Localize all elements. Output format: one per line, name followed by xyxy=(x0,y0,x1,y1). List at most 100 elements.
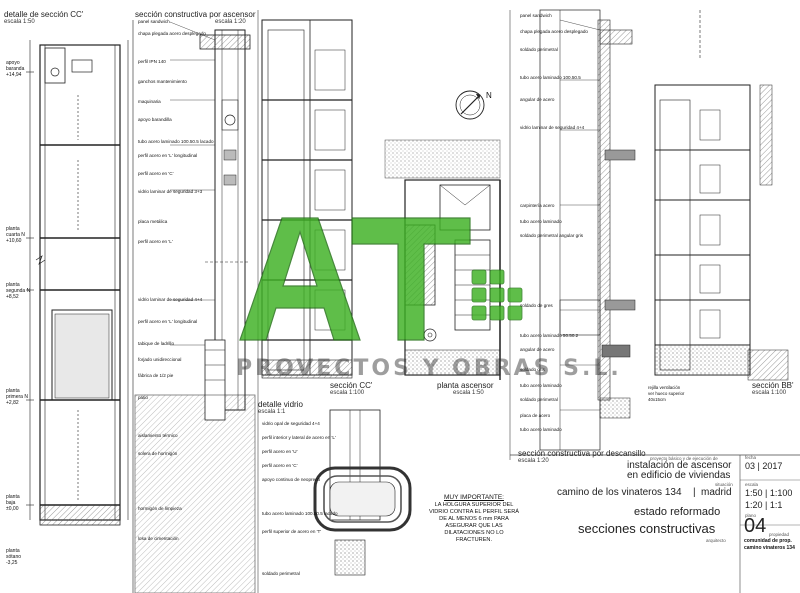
logo-company-suffix: S.L. xyxy=(563,356,622,381)
annotation-label: chapa plegada acero desplegado xyxy=(138,31,206,36)
annotation-label: soldado gris xyxy=(520,367,545,372)
note-box xyxy=(425,493,523,545)
owner-label: propiedad xyxy=(769,532,790,537)
annotation-label: tubo acero laminado 100.50.5 xyxy=(520,75,581,80)
section-bb-title: sección BB' xyxy=(752,381,794,390)
address: camino de los vinateros 134 xyxy=(557,487,682,498)
section-stair-drawing xyxy=(509,9,636,460)
architect-label: arquitecto xyxy=(706,538,726,543)
section-asc-drawing xyxy=(132,20,256,593)
sheet-title: secciones constructivas xyxy=(578,521,716,536)
section-stair-title: sección constructiva por descansillo xyxy=(518,449,646,458)
annotation-label: maquinaria xyxy=(138,99,161,104)
annotation-label: chapa plegada acero desplegado xyxy=(520,29,588,34)
level-marker: apoyo baranda +14,94 xyxy=(6,60,25,78)
annotation-label: soldado perimetral xyxy=(520,47,558,52)
level-marker: planta primera N +2,82 xyxy=(6,388,28,406)
annotation-label: patio xyxy=(138,395,148,400)
detail-cc-scale: escala 1:50 xyxy=(4,19,35,25)
annotation-label: panel sandwich xyxy=(520,13,552,18)
project-label: proyecto básico y de ejecución de xyxy=(650,456,718,461)
annotation-label: solera de hormigón xyxy=(138,451,178,456)
annotation-label: soldado de gres xyxy=(520,303,553,308)
annotation-label: perfil acero en 'L' longitudinal xyxy=(138,319,198,324)
annotation-label: 40x15cm xyxy=(648,397,666,402)
annotation-label: vidrio laminar de seguridad 3+3 xyxy=(138,189,203,194)
plano-label: plano xyxy=(745,513,757,518)
annotation-label: ganchos mantenimiento xyxy=(138,79,187,84)
detail-cc-title: detalle de sección CC' xyxy=(4,10,84,19)
note-body: LA HOLGURA SUPERIOR DEL VIDRIO CONTRA EL… xyxy=(428,502,520,543)
city: madrid xyxy=(701,487,732,498)
sheet-number: 04 xyxy=(744,515,767,537)
annotation-label: perfil interior y lateral de acero en 'L… xyxy=(262,435,336,440)
annotation-label: perfil IPN 140 xyxy=(138,59,166,64)
date: 03 | 2017 xyxy=(745,461,783,471)
section-cc-title: sección CC' xyxy=(330,381,373,390)
annotation-label: forjado unidireccional xyxy=(138,357,182,362)
level-marker: planta cuarta N +10,60 xyxy=(6,226,25,244)
section-bb-scale: escala 1:100 xyxy=(752,390,787,396)
detail-cc-drawing xyxy=(26,40,129,526)
owner-line-1: comunidad de prop. xyxy=(744,538,792,544)
date-label: fecha xyxy=(745,455,757,460)
annotation-label: carpintería acero xyxy=(520,203,555,208)
annotation-label: tubo acero laminado 100.50.5 lacado xyxy=(138,139,214,144)
annotation-label: tubo acero laminado xyxy=(520,383,562,388)
annotation-label: vidrio laminar de seguridad 4+4 xyxy=(138,297,203,302)
annotation-label: angular de acero xyxy=(520,347,555,352)
status: estado reformado xyxy=(634,506,721,518)
section-cc-scale: escala 1:100 xyxy=(330,390,365,396)
annotation-label: losa de cimentación xyxy=(138,536,179,541)
annotation-label: tubo acero laminado xyxy=(520,427,562,432)
annotation-label: hormigón de limpieza xyxy=(138,506,182,511)
annotation-label: soldado perimetral xyxy=(520,397,558,402)
section-asc-title: sección constructiva por ascensor xyxy=(135,10,256,19)
logo-company-name: PROVECTOS Y OBRAS S.L. xyxy=(236,356,622,381)
annotation-label: placa de acero xyxy=(520,413,551,418)
annotation-label: perfil acero en 'C' xyxy=(262,463,298,468)
annotation-label: vidrio laminar de seguridad 4+4 xyxy=(520,125,585,130)
compass-icon xyxy=(455,90,485,120)
title-block-frame xyxy=(510,454,800,593)
annotation-label: perfil acero en 'C' xyxy=(138,171,174,176)
detail-glass-title: detalle vidrio xyxy=(258,400,303,409)
annotation-label: angular de acero xyxy=(520,97,555,102)
logo-company-words: PROVECTOS Y OBRAS xyxy=(236,356,553,381)
annotation-label: perfil superior de acero en 'T' xyxy=(262,529,322,534)
annotation-label: soldado perimetral angular gris xyxy=(520,233,584,238)
detail-glass-drawing xyxy=(257,10,412,593)
scales-1: 1:50 | 1:100 xyxy=(745,488,793,498)
annotation-label: apoyo continuo de neopreno xyxy=(262,477,321,482)
scales-2: 1:20 | 1:1 xyxy=(745,500,783,510)
scale-label: escala xyxy=(745,482,759,487)
plan-scale: escala 1:50 xyxy=(453,390,484,396)
annotation-label: fábrica de 1/2 pie xyxy=(138,373,174,378)
location-label: situación xyxy=(715,482,733,487)
annotation-label: aislamiento térmico xyxy=(138,433,178,438)
annotation-label: perfil acero en 'L' xyxy=(138,239,173,244)
detail-glass-scale: escala 1:1 xyxy=(258,409,286,415)
level-marker: planta baja ±0,00 xyxy=(6,494,20,512)
annotation-label: soldado perimetral xyxy=(262,571,300,576)
annotation-label: perfil acero en 'U' xyxy=(262,449,298,454)
annotation-label: tabique de ladrillo xyxy=(138,341,175,346)
plan-title: planta ascensor xyxy=(437,381,494,390)
annotation-label: tubo acero laminado 50.50.2 xyxy=(520,333,579,338)
section-stair-scale: escala 1:20 xyxy=(518,458,549,464)
important-note: MUY IMPORTANTE: LA HOLGURA SUPERIOR DEL … xyxy=(426,494,522,544)
annotation-label: tubo acero laminado 100.50.5 lacado xyxy=(262,511,338,516)
note-heading: MUY IMPORTANTE: xyxy=(444,494,504,501)
section-cc-drawing xyxy=(261,19,353,379)
compass-north-label: N xyxy=(486,91,492,100)
annotation-label: placa metálica xyxy=(138,219,168,224)
annotation-label: ver hueco superior xyxy=(648,391,685,396)
level-marker: planta sótano -3,25 xyxy=(6,548,22,566)
annotation-label: perfil acero en 'L' longitudinal xyxy=(138,153,198,158)
annotation-label: panel sandwich xyxy=(138,19,170,24)
project-title-2: en edificio de viviendas xyxy=(627,470,731,481)
section-bb-drawing xyxy=(654,10,789,381)
annotation-label: rejilla ventilación xyxy=(648,385,681,390)
